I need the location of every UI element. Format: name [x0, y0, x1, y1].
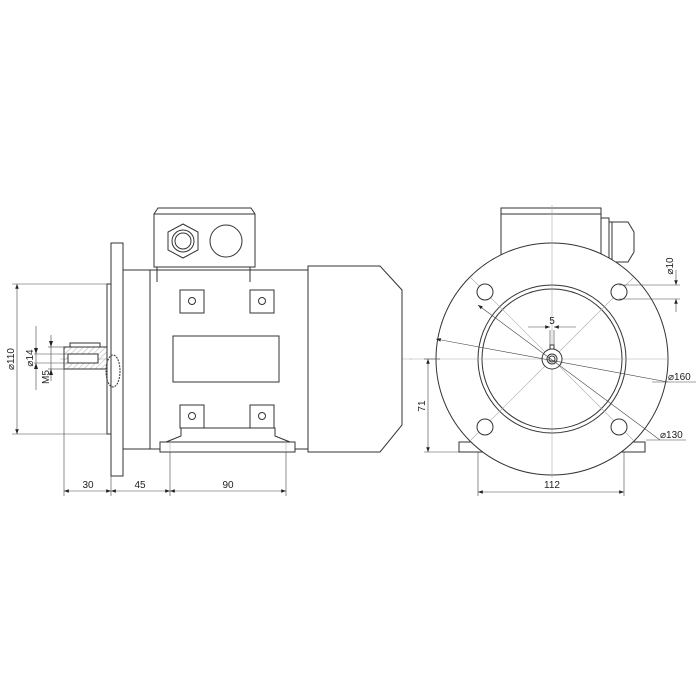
dim-foot-hole-spacing: 90 [222, 480, 234, 491]
dim-flange-outer-diameter: ⌀160 [668, 372, 691, 383]
dim-foot-width: 112 [544, 480, 560, 491]
dim-flange-to-foot: 45 [134, 480, 146, 491]
fan-cover [307, 265, 403, 453]
flange [110, 242, 124, 477]
dim-key-width: 5 [549, 316, 555, 327]
terminal-box [153, 207, 256, 268]
spigot [106, 283, 112, 435]
front-view: 5 ⌀10 ⌀160 ⌀130 71 112 [410, 205, 696, 496]
plug-circle [209, 224, 243, 258]
dim-hole-diameter: ⌀10 [665, 257, 676, 275]
cable-gland-icon [600, 217, 635, 263]
side-view: ⌀110 ⌀14 M5 30 45 90 [6, 207, 412, 496]
front-dimensions: 5 ⌀10 ⌀160 ⌀130 71 112 [417, 257, 696, 496]
dim-shaft-thread: M5 [41, 370, 52, 384]
foot [159, 427, 296, 453]
dim-bolt-circle-diameter: ⌀130 [660, 430, 683, 441]
dim-shaft-height: 71 [417, 400, 428, 412]
side-dimensions: ⌀110 ⌀14 M5 30 45 90 [6, 283, 287, 496]
dim-shaft-diameter: ⌀14 [25, 349, 36, 367]
dim-shaft-length: 30 [82, 480, 94, 491]
shaft [63, 342, 108, 370]
nameplate [172, 335, 280, 383]
dim-flange-spigot: ⌀110 [6, 348, 17, 370]
bolt-pads [179, 289, 275, 429]
bolt-holes [476, 283, 628, 436]
